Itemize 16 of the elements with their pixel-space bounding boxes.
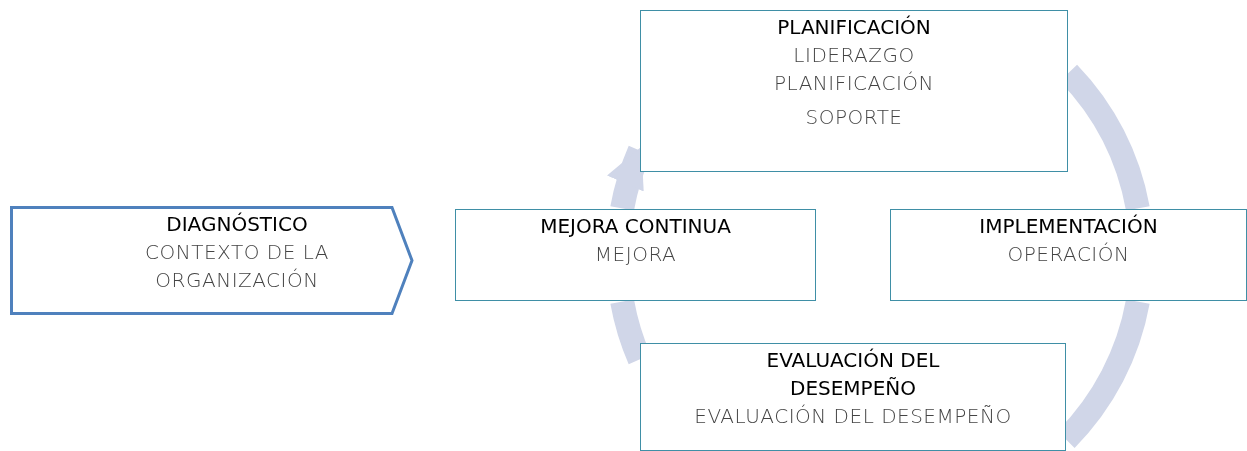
node-text: SOPORTE — [805, 104, 903, 131]
node-text: MEJORA — [594, 241, 677, 268]
process-box — [640, 343, 1066, 451]
process-box — [640, 10, 1068, 172]
node-heading: DIAGNÓSTICO — [166, 211, 308, 238]
node-heading: PLANIFICACIÓN — [777, 14, 931, 41]
node-heading: IMPLEMENTACIÓN — [979, 213, 1158, 240]
node-text: EVALUACIÓN DEL DESEMPEÑO — [694, 403, 1012, 430]
node-text: LIDERAZGO — [793, 42, 915, 69]
node-text: OPERACIÓN — [1007, 241, 1130, 268]
node-heading: MEJORA CONTINUA — [540, 213, 731, 240]
process-box — [455, 209, 816, 301]
process-box — [890, 209, 1247, 301]
node-text: CONTEXTO DE LA ORGANIZACIÓN — [144, 239, 330, 294]
node-text: PLANIFICACIÓN — [774, 70, 934, 97]
node-heading: EVALUACIÓN DEL DESEMPEÑO — [765, 347, 941, 402]
